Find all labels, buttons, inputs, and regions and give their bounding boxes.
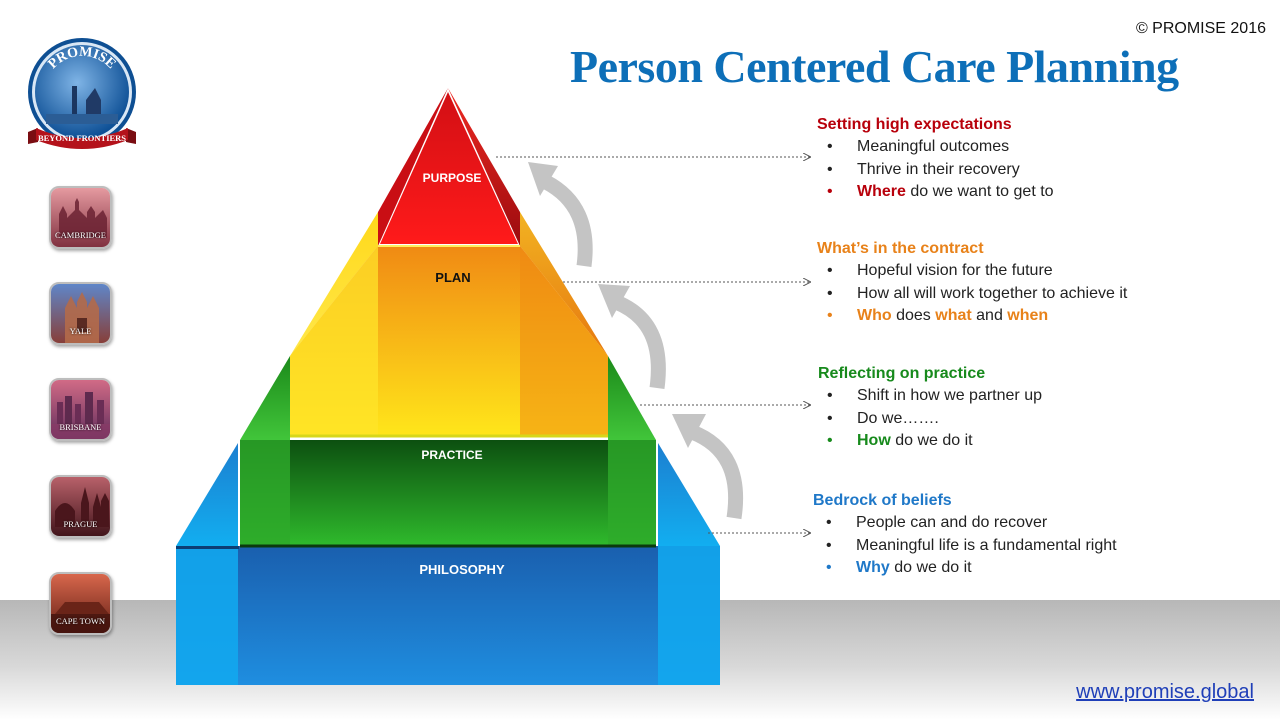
bullet-list-practice: Shift in how we partner up Do we……. How … — [817, 385, 1042, 453]
city-tile-brisbane: BRISBANE — [49, 378, 112, 441]
bullet-item: How all will work together to achieve it — [817, 283, 1127, 306]
highlight-rest: do we do it — [890, 432, 973, 449]
city-tile-prague: PRAGUE — [49, 475, 112, 538]
copyright-notice: © PROMISE 2016 — [1135, 20, 1266, 37]
city-tile-cambridge: CAMBRIDGE — [49, 186, 112, 249]
cape-town-image — [51, 574, 110, 633]
cambridge-image — [51, 188, 110, 247]
upward-arrow-3 — [672, 414, 744, 520]
city-tile-yale: YALE — [49, 282, 112, 345]
city-label-brisbane: BRISBANE — [59, 422, 102, 432]
logo-banner-text: BEYOND FRONTIERS — [38, 133, 126, 143]
pyramid-label-purpose: PURPOSE — [423, 171, 482, 185]
upward-arrow-2 — [598, 284, 666, 390]
highlight-rest: does — [891, 307, 936, 324]
yale-image — [51, 284, 110, 343]
section-heading-plan: What’s in the contract — [817, 240, 984, 257]
highlight-word: when — [1007, 307, 1049, 324]
city-label-yale: YALE — [69, 326, 92, 336]
city-label-prague: PRAGUE — [63, 519, 98, 529]
bullet-item: Shift in how we partner up — [817, 385, 1042, 408]
highlight-word: Where — [857, 183, 906, 200]
bullet-item: Do we……. — [817, 408, 1042, 431]
website-link[interactable]: www.promise.global — [1076, 681, 1254, 703]
highlight-rest: do we want to get to — [905, 183, 1054, 200]
pyramid-tier-philosophy — [176, 443, 720, 685]
city-tile-cape-town: CAPE TOWN — [49, 572, 112, 635]
pyramid-label-practice: PRACTICE — [421, 448, 482, 462]
highlight-word: Why — [856, 559, 890, 576]
bullet-item-highlight: Who does what and when — [817, 305, 1127, 328]
city-label-cambridge: CAMBRIDGE — [54, 230, 106, 240]
bullet-item: People can and do recover — [816, 512, 1117, 535]
bullet-item: Meaningful life is a fundamental right — [816, 535, 1117, 558]
section-heading-philosophy: Bedrock of beliefs — [813, 492, 952, 509]
bullet-item: Meaningful outcomes — [817, 136, 1054, 159]
bullet-item: Hopeful vision for the future — [817, 260, 1127, 283]
bullet-item-highlight: Why do we do it — [816, 557, 1117, 580]
bullet-item-highlight: Where do we want to get to — [817, 181, 1054, 204]
upward-arrow-1 — [528, 162, 593, 267]
prague-image — [51, 477, 110, 536]
bullet-item: Thrive in their recovery — [817, 159, 1054, 182]
pyramid-label-philosophy: PHILOSOPHY — [419, 562, 505, 577]
bullet-item-highlight: How do we do it — [817, 430, 1042, 453]
bullet-list-philosophy: People can and do recover Meaningful lif… — [816, 512, 1117, 580]
promise-logo: PROMISE BEYOND FRONTIERS — [28, 38, 136, 149]
city-label-cape-town: CAPE TOWN — [55, 616, 106, 626]
pyramid-tier-purpose — [378, 88, 520, 247]
section-heading-purpose: Setting high expectations — [817, 116, 1012, 133]
pyramid-label-plan: PLAN — [435, 270, 470, 285]
highlight-rest: do we do it — [889, 559, 972, 576]
highlight-rest: and — [971, 307, 1008, 324]
pyramid-tier-plan — [290, 212, 608, 438]
section-heading-practice: Reflecting on practice — [818, 365, 986, 382]
highlight-word: Who — [857, 307, 892, 324]
highlight-word: How — [857, 432, 891, 449]
bullet-list-purpose: Meaningful outcomes Thrive in their reco… — [817, 136, 1054, 204]
pyramid-tier-practice — [240, 356, 656, 548]
brisbane-image — [51, 380, 110, 439]
highlight-word: what — [935, 307, 972, 324]
bullet-list-plan: Hopeful vision for the future How all wi… — [817, 260, 1127, 328]
page-title: Person Centered Care Planning — [570, 41, 1179, 92]
